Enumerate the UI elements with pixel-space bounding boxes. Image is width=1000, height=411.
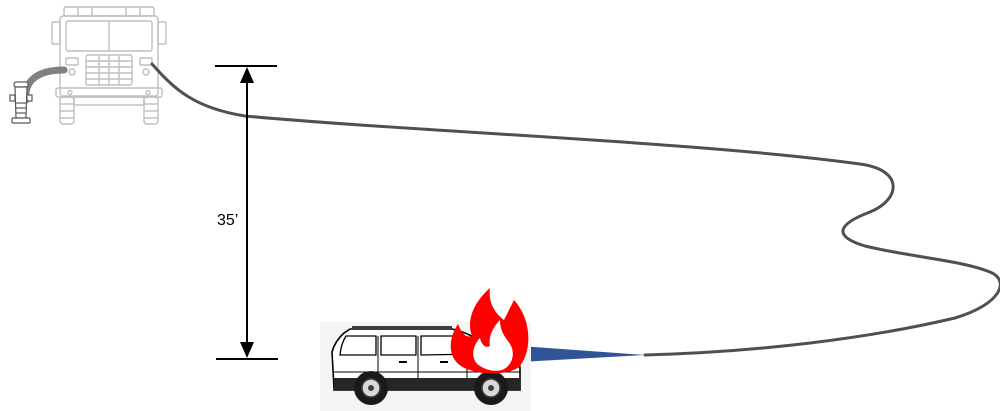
front-wheel — [474, 371, 508, 405]
dimension-arrow-bottom — [240, 342, 254, 358]
water-stream-icon — [520, 346, 645, 362]
fire-icon — [450, 288, 529, 374]
rear-wheel — [354, 371, 388, 405]
fire-engine-icon — [51, 6, 167, 125]
dimension-arrow-top — [240, 67, 254, 83]
fire-hydrant-icon — [9, 81, 33, 124]
distance-dimension: 35’ — [215, 65, 278, 360]
distance-label: 35’ — [217, 212, 238, 229]
attack-hose-line — [150, 62, 1000, 357]
